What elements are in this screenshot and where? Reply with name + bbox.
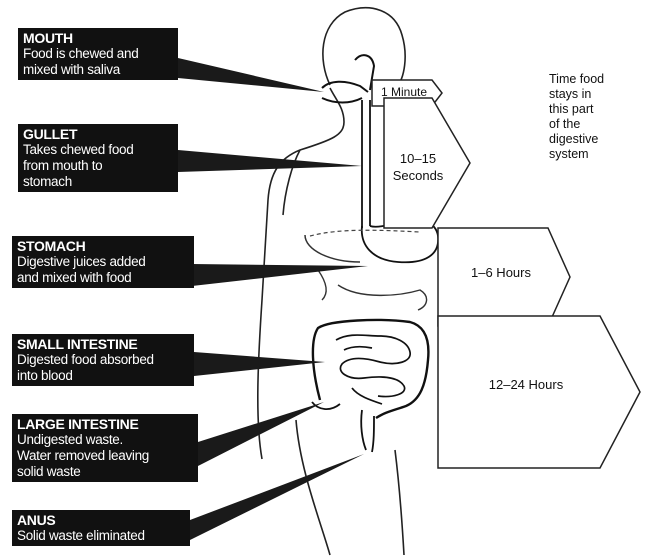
- label-desc-line: solid waste: [17, 464, 193, 480]
- mouth-throat: [322, 55, 374, 102]
- legend-line: this part: [549, 102, 639, 117]
- small-intestine: [336, 335, 410, 404]
- label-title: STOMACH: [17, 238, 189, 254]
- label-desc-line: Food is chewed and: [23, 46, 173, 62]
- label-small-intestine: SMALL INTESTINE Digested food absorbed i…: [12, 334, 194, 386]
- time-gullet: 10–15 Seconds: [386, 150, 450, 184]
- time-intestine: 12–24 Hours: [466, 376, 586, 393]
- label-desc-line: and mixed with food: [17, 270, 189, 286]
- time-gullet-line: 10–15: [386, 150, 450, 167]
- label-desc-line: from mouth to: [23, 158, 173, 174]
- label-mouth: MOUTH Food is chewed and mixed with sali…: [18, 28, 178, 80]
- label-leaders: [178, 58, 368, 540]
- label-desc-line: Digested food absorbed: [17, 352, 189, 368]
- label-title: ANUS: [17, 512, 185, 528]
- label-desc-line: stomach: [23, 174, 173, 190]
- label-desc-line: into blood: [17, 368, 189, 384]
- label-anus: ANUS Solid waste eliminated: [12, 510, 190, 546]
- label-title: MOUTH: [23, 30, 173, 46]
- legend-line: system: [549, 147, 639, 162]
- label-large-intestine: LARGE INTESTINE Undigested waste. Water …: [12, 414, 198, 482]
- label-gullet: GULLET Takes chewed food from mouth to s…: [18, 124, 178, 192]
- time-stomach: 1–6 Hours: [456, 264, 546, 281]
- label-title: GULLET: [23, 126, 173, 142]
- label-desc-line: Water removed leaving: [17, 448, 193, 464]
- legend-note: Time food stays in this part of the dige…: [549, 72, 639, 162]
- label-stomach: STOMACH Digestive juices added and mixed…: [12, 236, 194, 288]
- label-desc-line: Solid waste eliminated: [17, 528, 185, 544]
- large-intestine: [313, 320, 429, 418]
- rectum: [361, 410, 374, 452]
- label-title: LARGE INTESTINE: [17, 416, 193, 432]
- legend-line: Time food: [549, 72, 639, 87]
- label-desc-line: Takes chewed food: [23, 142, 173, 158]
- label-desc-line: Undigested waste.: [17, 432, 193, 448]
- legend-line: of the: [549, 117, 639, 132]
- legend-line: digestive: [549, 132, 639, 147]
- label-title: SMALL INTESTINE: [17, 336, 189, 352]
- legend-line: stays in: [549, 87, 639, 102]
- time-gullet-line: Seconds: [386, 167, 450, 184]
- label-desc-line: mixed with saliva: [23, 62, 173, 78]
- time-mouth: 1 Minute: [374, 84, 434, 101]
- gullet: [362, 100, 370, 228]
- label-desc-line: Digestive juices added: [17, 254, 189, 270]
